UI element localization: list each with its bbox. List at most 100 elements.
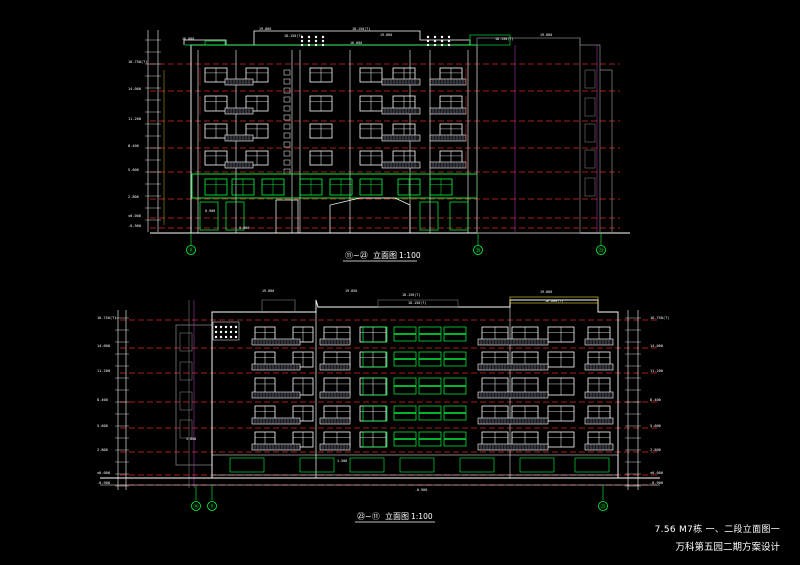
- top-mark: 19.800: [540, 33, 552, 37]
- balcony: [224, 107, 254, 115]
- ground-window: [519, 457, 555, 473]
- level-text: 5.600: [128, 168, 139, 172]
- misc-mark: 1.500: [337, 459, 347, 463]
- level-text: 11.200: [128, 117, 141, 121]
- level-text: 14.000: [97, 344, 110, 348]
- parapet-detail: [469, 34, 511, 46]
- stair-window: [283, 123, 291, 130]
- top-mark: 18.150(T): [495, 37, 513, 41]
- top-mark: 19.800: [259, 27, 271, 31]
- green-window: [362, 351, 388, 368]
- balcony: [584, 391, 614, 399]
- balcony: [224, 161, 254, 169]
- ground-window: [349, 457, 385, 473]
- side-window: [584, 69, 596, 89]
- vent-dot: [307, 39, 311, 43]
- vent-dot: [219, 335, 223, 339]
- green-window: [418, 386, 442, 395]
- vent-dot: [300, 43, 304, 47]
- grid-label: ⑪: [188, 247, 193, 254]
- ground-window: [419, 201, 439, 231]
- green-window: [393, 326, 417, 334]
- green-window: [393, 405, 417, 413]
- level-text: 2.800: [128, 195, 139, 199]
- vent-dot: [321, 43, 325, 47]
- green-window: [393, 359, 417, 367]
- level-text: -0.900: [650, 481, 663, 485]
- vent-dot: [214, 325, 218, 329]
- stair-window: [283, 168, 291, 175]
- grid-bubble: [191, 501, 201, 511]
- grid-label: ㉓: [598, 247, 603, 254]
- green-window: [443, 326, 467, 334]
- caption-1-grids: ⑪~㉓: [345, 251, 368, 260]
- title-block: 7.56 M7栋 一、二段立面图一 万科第五园二期方案设计: [655, 522, 780, 553]
- stair-window: [283, 141, 291, 148]
- caption-2-scale: 1:100: [411, 512, 433, 521]
- balcony: [381, 134, 421, 142]
- balcony: [477, 391, 549, 399]
- vent-dot: [234, 325, 238, 329]
- vent-dot: [447, 35, 451, 39]
- top-mark: 19.800: [380, 33, 392, 37]
- balcony: [381, 161, 421, 169]
- top-mark: 18.150(T): [408, 301, 426, 305]
- grid-label: ⑭: [193, 503, 198, 510]
- ground-window: [574, 457, 610, 473]
- balcony: [224, 78, 254, 86]
- misc-mark: 3.800: [186, 437, 196, 441]
- level-text: 16.750(T): [650, 316, 669, 320]
- top-mark: 19.800: [540, 290, 552, 294]
- level-text: 5.600: [97, 424, 108, 428]
- caption-2-grids: ㉓~⑪: [357, 512, 380, 521]
- vent-dot: [234, 330, 238, 334]
- caption-1-text: 立面图: [373, 250, 397, 260]
- ground-window: [299, 457, 335, 473]
- level-text: 14.000: [128, 87, 141, 91]
- misc-mark: -0.900: [237, 226, 249, 230]
- level-text: 8.400: [97, 398, 108, 402]
- stair-window: [283, 69, 291, 76]
- green-window: [418, 431, 442, 439]
- level-text: 11.200: [650, 369, 663, 373]
- roof-detail: [377, 299, 459, 308]
- level-text: ±0.000: [97, 471, 110, 475]
- vent-dot: [433, 43, 437, 47]
- entry-canopy: [329, 197, 411, 233]
- green-window: [393, 377, 417, 386]
- ground-window: [225, 201, 245, 231]
- side-window: [584, 177, 596, 197]
- side-window: [584, 97, 596, 117]
- caption-2-text: 立面图: [385, 511, 409, 521]
- roof-parapet: [509, 296, 599, 304]
- level-text: 2.800: [650, 448, 661, 452]
- vent-dot: [214, 330, 218, 334]
- green-window: [418, 413, 442, 421]
- stair-window: [283, 96, 291, 103]
- vent-frame: [212, 321, 240, 341]
- top-mark: 19.800: [262, 289, 274, 293]
- vent-dot: [426, 39, 430, 43]
- green-window: [443, 334, 467, 342]
- vent-dot: [229, 330, 233, 334]
- level-text: 14.000: [650, 344, 663, 348]
- balcony: [477, 363, 549, 371]
- grid-label: ⑪: [209, 503, 214, 510]
- level-text: ±0.000: [650, 471, 663, 475]
- vent-dot: [321, 39, 325, 43]
- balcony: [381, 78, 421, 86]
- green-window: [418, 334, 442, 342]
- grid-label: ⑳: [475, 247, 480, 254]
- vent-dot: [440, 43, 444, 47]
- green-window: [362, 405, 388, 422]
- stair-window: [283, 132, 291, 139]
- green-window: [418, 359, 442, 367]
- grid-label: ㉓: [600, 503, 605, 510]
- green-window: [362, 326, 388, 343]
- level-text: 16.750(T): [97, 316, 116, 320]
- grid-bubble: [598, 501, 608, 511]
- green-window: [443, 431, 467, 439]
- balcony: [381, 107, 421, 115]
- grid-bubble: [186, 245, 196, 255]
